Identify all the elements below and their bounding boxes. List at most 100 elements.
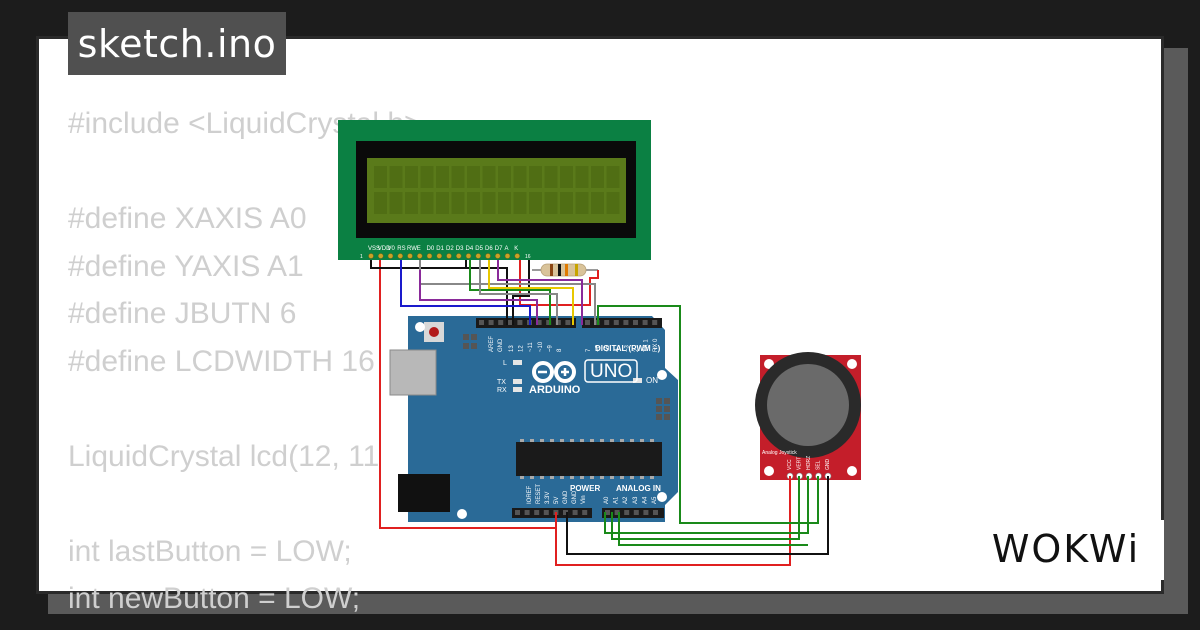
chip-leg: [640, 439, 644, 442]
analog-pin-label: A2: [623, 496, 629, 504]
lcd-pin[interactable]: [485, 253, 491, 259]
code-line: #define JBUTN 6: [68, 297, 297, 330]
digital-pin-label: 4: [615, 348, 621, 352]
lcd-cell: [405, 192, 418, 214]
digital-pin-label: 8: [557, 348, 563, 352]
lcd-cell: [467, 166, 480, 188]
header-hole: [643, 510, 649, 515]
chip-leg: [540, 439, 544, 442]
power-pin-label: 5V: [554, 497, 560, 504]
lcd-pin-label: VDD: [378, 246, 391, 252]
chip-leg: [580, 439, 584, 442]
analog-pin-label: A1: [614, 496, 620, 504]
lcd-cell: [498, 192, 511, 214]
joystick-pin-label: HORZ: [806, 456, 812, 470]
lcd-pin[interactable]: [417, 253, 423, 259]
chip-leg: [570, 439, 574, 442]
lcd-cell: [544, 192, 558, 214]
lcd-pin[interactable]: [387, 253, 394, 259]
rx-led-label: RX: [497, 387, 507, 394]
arduino-uno[interactable]: L TX RX ON DIGITAL (PWM ~) POWER ANALOG …: [389, 316, 678, 522]
digital-pin-label: TX 1: [644, 339, 650, 352]
power-pin-label: GND: [563, 490, 569, 504]
digital-pin-label: RX 0: [653, 338, 659, 352]
lcd-pin-label: D4: [466, 246, 474, 252]
lcd-cell: [374, 192, 387, 214]
lcd-pin[interactable]: [456, 253, 462, 259]
wokwi-logo-icon: WOKWi: [992, 527, 1140, 571]
wires: [370, 260, 829, 566]
lcd-pin[interactable]: [495, 253, 501, 259]
chip-leg: [520, 476, 524, 479]
chip-leg: [610, 476, 614, 479]
lcd-pin[interactable]: [446, 253, 452, 259]
joystick-pin-label: VCC: [787, 459, 793, 470]
lcd-cell: [420, 192, 434, 214]
chip-leg: [570, 476, 574, 479]
power-pin-label: 3.3V: [545, 492, 551, 504]
chip-leg: [530, 476, 534, 479]
lcd-pin[interactable]: [397, 253, 403, 259]
svg-text:WOKWi: WOKWi: [992, 527, 1140, 571]
lcd-pin-label: D6: [485, 246, 493, 252]
lcd-pin[interactable]: [475, 253, 481, 259]
analog-header-label: ANALOG IN: [616, 484, 661, 493]
lcd-pin[interactable]: [378, 253, 384, 259]
header-hole: [524, 510, 530, 515]
code-line: int lastButton = LOW;: [68, 534, 352, 568]
digital-pin-label: ~11: [528, 342, 534, 352]
code-preview: #include <LiquidCrystal.h> #define XAXIS…: [68, 100, 422, 623]
analog-pin-label: A0: [604, 496, 610, 504]
chip-leg: [650, 476, 654, 479]
lcd-cell: [436, 192, 449, 214]
lcd-pin-label: RS: [397, 246, 405, 252]
lcd-pin[interactable]: [368, 253, 374, 259]
lcd-pin-label: D2: [446, 246, 454, 252]
resistor[interactable]: [532, 263, 598, 277]
header-hole: [585, 320, 590, 325]
header-hole: [536, 320, 542, 325]
chip-leg: [560, 439, 564, 442]
lcd-cell: [575, 192, 589, 214]
digital-pin-label: ~9: [547, 344, 553, 352]
lcd-pin[interactable]: [465, 253, 472, 259]
lcd-pin[interactable]: [514, 253, 520, 259]
code-line: #define LCDWIDTH 16: [68, 344, 375, 378]
chip-leg: [530, 439, 534, 442]
file-tab[interactable]: sketch.ino: [68, 12, 286, 75]
code-line: #define YAXIS A1: [68, 249, 304, 283]
lcd-cell: [560, 166, 573, 188]
digital-pin-label: 7: [586, 348, 592, 352]
lcd-pin[interactable]: [436, 253, 442, 259]
header-hole: [565, 320, 571, 325]
joystick-knob[interactable]: [767, 364, 849, 446]
header-hole: [546, 320, 552, 325]
analog-pin-label: A3: [633, 496, 639, 504]
lcd-cell: [374, 166, 387, 188]
chip-leg: [620, 476, 624, 479]
analog-pin-label: A5: [652, 496, 658, 504]
lcd-pin[interactable]: [407, 253, 413, 259]
digital-pin-label: 12: [519, 345, 525, 352]
header-hole: [555, 320, 561, 325]
lcd-pin-label: E: [417, 246, 421, 252]
header-hole: [515, 510, 520, 515]
chip-leg: [600, 476, 604, 479]
power-pin-label: Vin: [581, 495, 587, 504]
svg-text:1: 1: [360, 254, 363, 260]
header-hole: [642, 320, 648, 325]
code-line: LiquidCrystal lcd(12, 11: [68, 439, 380, 473]
lcd-pin[interactable]: [426, 253, 433, 259]
lcd-cell: [389, 166, 403, 188]
arduino-model: UNO: [590, 361, 632, 382]
chip-leg: [600, 439, 604, 442]
lcd-cell: [405, 166, 418, 188]
header-hole: [653, 510, 658, 515]
lcd-pin[interactable]: [504, 253, 511, 259]
header-hole: [614, 510, 620, 515]
joystick-pin-label: SEL: [816, 460, 822, 470]
lcd-cell: [529, 166, 542, 188]
code-line: #define XAXIS A0: [68, 202, 307, 235]
